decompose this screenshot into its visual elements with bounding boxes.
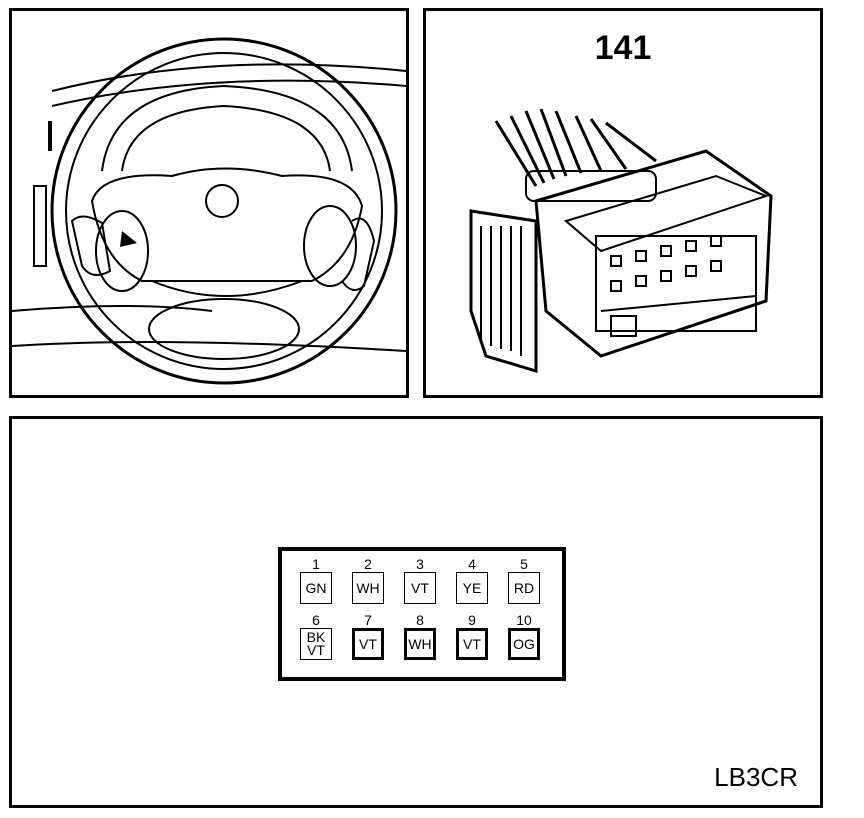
wire-color-code: WH	[404, 628, 436, 660]
pinout-panel: 1 GN 2 WH 3 VT 4 YE 5 RD 6 BK VT 7 VT 8	[9, 416, 823, 808]
wire-color-code: RD	[508, 572, 540, 604]
pin-number: 7	[364, 612, 372, 628]
pin-number: 1	[312, 556, 320, 572]
reference-code: LB3CR	[714, 762, 798, 792]
pin-number: 5	[520, 556, 528, 572]
connector-illustration-panel: 141	[423, 8, 823, 398]
pin-number: 8	[416, 612, 424, 628]
wire-color-code: VT	[404, 572, 436, 604]
pin-2: 2 WH	[348, 557, 388, 604]
pin-9: 9 VT	[452, 613, 492, 660]
pin-6: 6 BK VT	[296, 613, 336, 660]
wire-color-code: VT	[352, 628, 384, 660]
wire-color-code: OG	[508, 628, 540, 660]
pin-number: 4	[468, 556, 476, 572]
pin-7: 7 VT	[348, 613, 388, 660]
pin-3: 3 VT	[400, 557, 440, 604]
steering-wheel-location-panel	[9, 8, 409, 398]
pin-1: 1 GN	[296, 557, 336, 604]
pin-4: 4 YE	[452, 557, 492, 604]
pin-number: 6	[312, 612, 320, 628]
wire-color-code: GN	[300, 572, 332, 604]
pin-number: 2	[364, 556, 372, 572]
pin-5: 5 RD	[504, 557, 544, 604]
pin-10: 10 OG	[504, 613, 544, 660]
wire-color-code: WH	[352, 572, 384, 604]
connector-face-view: 1 GN 2 WH 3 VT 4 YE 5 RD 6 BK VT 7 VT 8	[278, 547, 566, 681]
steering-wheel-illustration	[12, 37, 406, 385]
pin-number: 9	[468, 612, 476, 628]
connector-illustration	[469, 108, 773, 374]
wire-color-code: YE	[456, 572, 488, 604]
wire-color-code: VT	[456, 628, 488, 660]
pin-number: 3	[416, 556, 424, 572]
wire-color-code: BK VT	[300, 628, 332, 660]
connector-number: 141	[594, 29, 652, 67]
pin-8: 8 WH	[400, 613, 440, 660]
pin-number: 10	[516, 612, 532, 628]
